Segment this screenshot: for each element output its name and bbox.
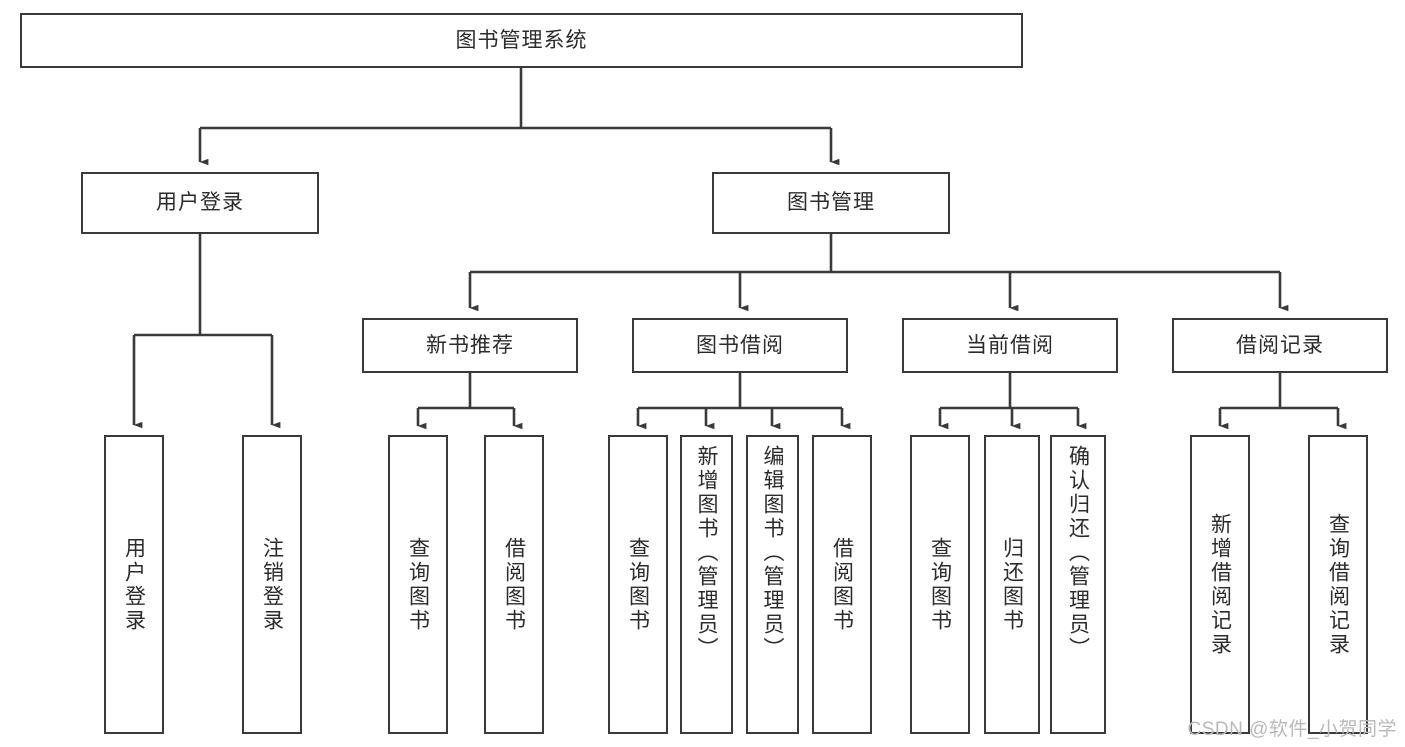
node-new-book-recommend[interactable]: 新书推荐 xyxy=(362,318,578,373)
leaf-query-book-recommend[interactable]: 查询图书 xyxy=(388,435,448,734)
leaf-borrow-book-recommend[interactable]: 借阅图书 xyxy=(484,435,544,734)
node-label: 借阅图书 xyxy=(502,536,526,633)
node-label: 图书借阅 xyxy=(696,333,784,357)
node-label: 查询图书 xyxy=(928,536,952,633)
node-label: 查询图书 xyxy=(406,536,430,633)
node-borrow-record[interactable]: 借阅记录 xyxy=(1172,318,1388,373)
node-label: 确认归还（管理员） xyxy=(1066,445,1090,661)
node-label: 编辑图书（管理员） xyxy=(761,445,784,661)
leaf-user-login[interactable]: 用户登录 xyxy=(104,435,164,734)
leaf-add-book-admin[interactable]: 新增图书（管理员） xyxy=(680,435,733,734)
node-label: 查询图书 xyxy=(626,536,650,633)
node-label: 借阅记录 xyxy=(1236,333,1324,357)
node-book-management[interactable]: 图书管理 xyxy=(712,172,950,234)
csdn-watermark: CSDN @软件_小贺同学 xyxy=(1187,719,1397,740)
leaf-logout-login[interactable]: 注销登录 xyxy=(242,435,302,734)
leaf-query-borrow-record[interactable]: 查询借阅记录 xyxy=(1308,435,1368,734)
leaf-add-borrow-record[interactable]: 新增借阅记录 xyxy=(1190,435,1250,734)
leaf-query-book-borrow[interactable]: 查询图书 xyxy=(608,435,668,734)
node-label: 用户登录 xyxy=(122,536,146,633)
node-current-borrow[interactable]: 当前借阅 xyxy=(902,318,1118,373)
node-label: 新增借阅记录 xyxy=(1208,512,1232,657)
node-label: 借阅图书 xyxy=(830,536,854,633)
leaf-edit-book-admin[interactable]: 编辑图书（管理员） xyxy=(746,435,799,734)
node-book-borrow[interactable]: 图书借阅 xyxy=(632,318,848,373)
node-label: 注销登录 xyxy=(260,536,284,633)
node-label: 用户登录 xyxy=(156,191,244,215)
node-label: 图书管理 xyxy=(787,191,875,215)
node-label: 新增图书（管理员） xyxy=(695,445,718,661)
node-label: 图书管理系统 xyxy=(455,28,588,52)
leaf-return-book[interactable]: 归还图书 xyxy=(984,435,1040,734)
leaf-confirm-return-admin[interactable]: 确认归还（管理员） xyxy=(1050,435,1106,734)
node-book-management-system[interactable]: 图书管理系统 xyxy=(20,13,1023,68)
node-label: 查询借阅记录 xyxy=(1326,512,1350,657)
node-user-login[interactable]: 用户登录 xyxy=(81,172,319,234)
node-label: 当前借阅 xyxy=(966,333,1054,357)
leaf-query-book-current[interactable]: 查询图书 xyxy=(910,435,970,734)
node-label: 新书推荐 xyxy=(426,333,514,357)
leaf-borrow-book[interactable]: 借阅图书 xyxy=(812,435,872,734)
node-label: 归还图书 xyxy=(1000,536,1024,633)
